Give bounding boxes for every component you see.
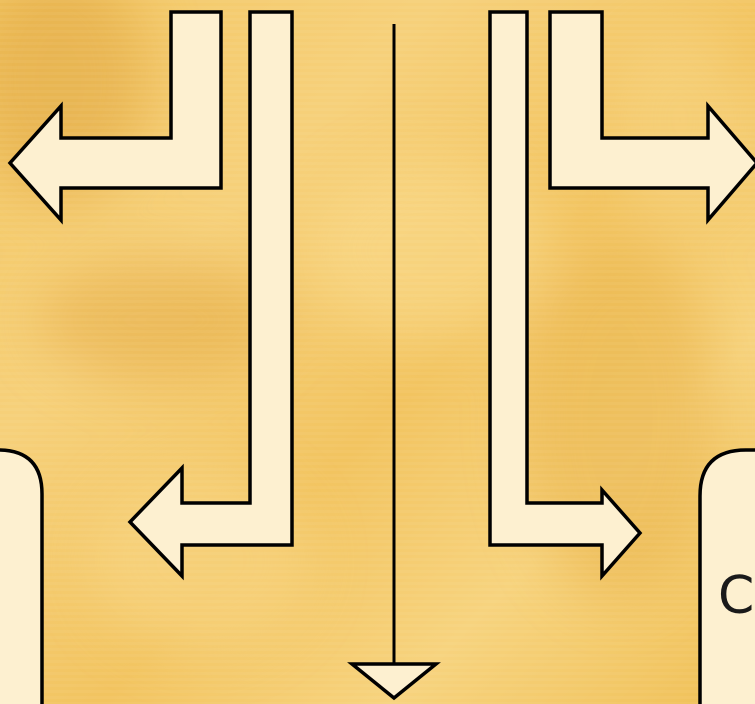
arrow-left-lower (127, 10, 294, 581)
right-box-label: C (718, 566, 755, 626)
right-box (698, 448, 755, 704)
center-arrowhead (347, 662, 441, 701)
arrow-right-lower (488, 10, 643, 581)
arrow-right-upper (548, 10, 755, 225)
left-box (0, 448, 44, 704)
arrow-left-upper (7, 10, 223, 225)
